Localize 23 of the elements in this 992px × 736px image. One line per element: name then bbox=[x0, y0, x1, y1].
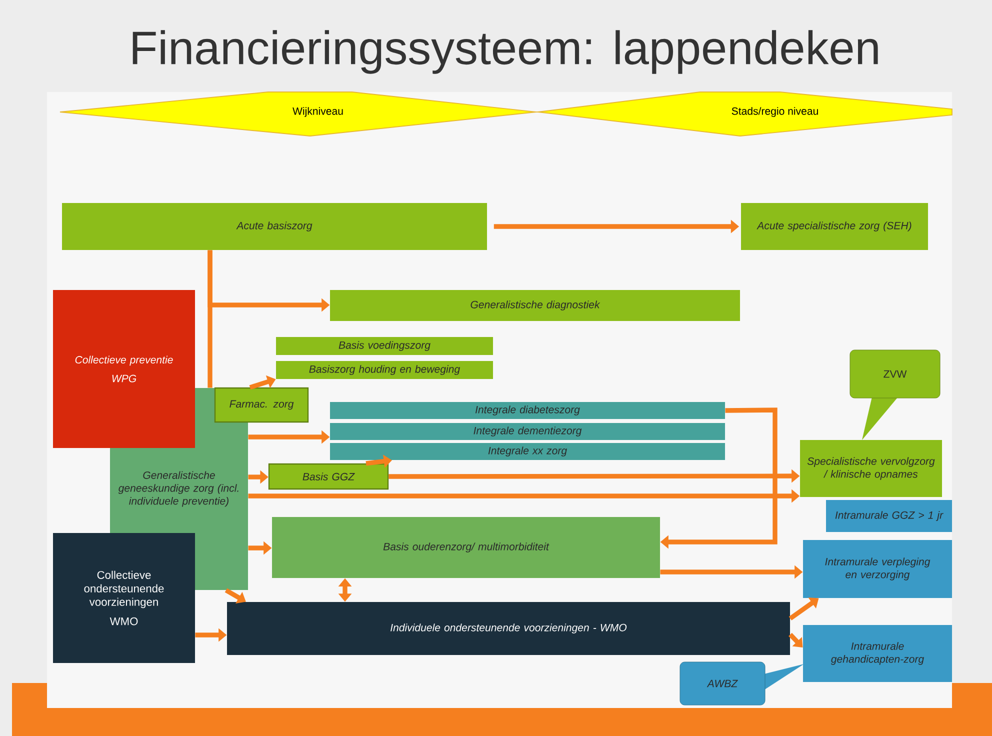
title: Financieringssysteem: lappendeken bbox=[132, 30, 878, 74]
care-box: Intramurale verpleging en verzorging bbox=[803, 540, 952, 598]
care-box: Collectieve ondersteunende voorzieningen WMO bbox=[53, 533, 195, 663]
care-box: Acute specialistische zorg (SEH) bbox=[741, 203, 928, 250]
arrow bbox=[224, 588, 246, 604]
callout-bubble: AWBZ bbox=[680, 662, 804, 706]
care-box: Acute basiszorg bbox=[62, 203, 487, 250]
care-box: Generalistische diagnostiek bbox=[330, 290, 740, 321]
care-box: Integrale diabeteszorg bbox=[330, 402, 725, 419]
level-band: Wijkniveau bbox=[60, 92, 540, 136]
care-box: Individuele ondersteunende voorzieningen - WMO bbox=[227, 602, 790, 655]
care-box: Basis ouderenzorg/ multimorbiditeit bbox=[272, 517, 660, 578]
care-box: Intramurale GGZ > 1 jr bbox=[826, 500, 952, 532]
care-box: Farmac. zorg bbox=[214, 387, 309, 423]
care-box: Intramurale gehandicapten-zorg bbox=[803, 625, 952, 682]
care-box: Collectieve preventie WPG bbox=[53, 290, 195, 448]
care-box: Basis GGZ bbox=[268, 463, 389, 490]
callout-bubble: ZVW bbox=[850, 350, 940, 440]
care-box: Basis voedingszorg bbox=[276, 337, 493, 355]
care-box: Integrale dementiezorg bbox=[330, 423, 725, 440]
care-box: Integrale xx zorg bbox=[330, 443, 725, 460]
care-box: Basiszorg houding en beweging bbox=[276, 361, 493, 379]
arrow bbox=[788, 632, 803, 648]
